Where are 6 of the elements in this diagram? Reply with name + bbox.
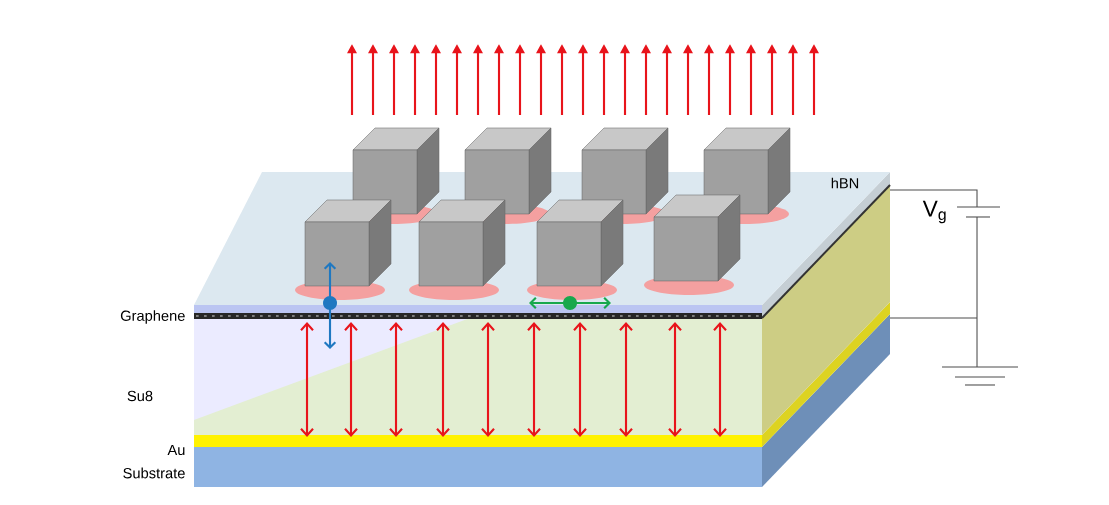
- layer-label: Graphene: [120, 310, 185, 324]
- layer-label: Substrate: [123, 467, 185, 479]
- voltage-label: V$_{g}$: [922, 200, 946, 224]
- layer-label: Su8: [127, 390, 153, 402]
- layer-label: hBN: [831, 177, 859, 189]
- layer-label: Au: [167, 444, 185, 456]
